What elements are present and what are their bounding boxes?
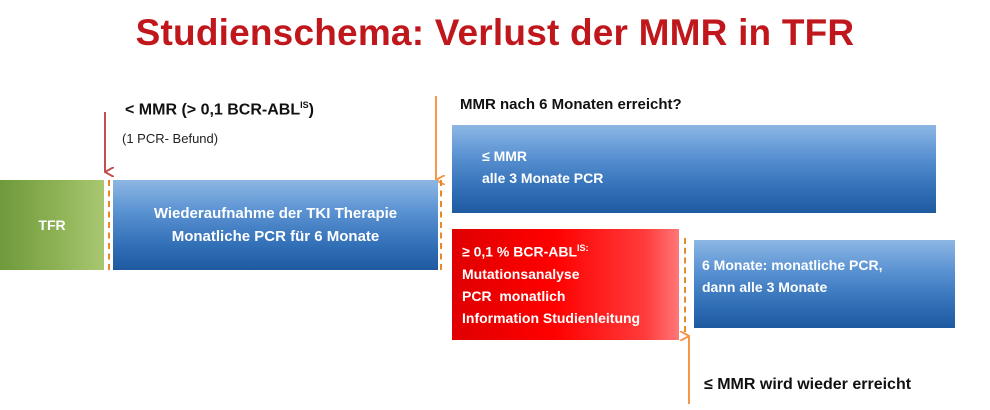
regain-label: ≤ MMR wird wieder erreicht [704, 376, 912, 393]
red-line4: Information Studienleitung [462, 309, 641, 326]
page-title: Studienschema: Verlust der MMR in TFR [135, 12, 855, 53]
entry-label: < MMR (> 0,1 BCR-ABLIS) [125, 100, 314, 119]
entry-label-suffix: ) [308, 101, 314, 119]
decision-label: MMR nach 6 Monaten erreicht? [460, 96, 682, 113]
red-line1-sup: IS: [577, 243, 589, 253]
followup-line1: 6 Monate: monatliche PCR, [702, 257, 883, 273]
separator-followup [684, 238, 686, 332]
red-line3: PCR monatlich [462, 287, 566, 304]
mmr-yes-line1: ≤ MMR [482, 148, 528, 164]
mmr-lost-box: ≥ 0,1 % BCR-ABLIS: Mutationsanalyse PCR … [452, 229, 679, 340]
tfr-box: TFR [0, 180, 104, 270]
entry-label-text: < MMR (> 0,1 BCR-ABL [125, 101, 301, 119]
restart-therapy-box: Wiederaufnahme der TKI Therapie Monatlic… [113, 180, 438, 270]
entry-label-sup: IS [300, 100, 309, 110]
red-line2: Mutationsanalyse [462, 265, 580, 282]
tfr-label: TFR [38, 217, 66, 233]
entry-sublabel: (1 PCR- Befund) [122, 131, 219, 146]
followup-line2: dann alle 3 Monate [702, 279, 828, 295]
mmr-reached-box: ≤ MMR alle 3 Monate PCR [452, 125, 936, 213]
red-line1: ≥ 0,1 % BCR-ABLIS: [462, 237, 679, 263]
separator-decision [440, 180, 442, 270]
restart-line2: Monatliche PCR für 6 Monate [171, 228, 380, 245]
restart-line1: Wiederaufnahme der TKI Therapie [153, 205, 398, 222]
mmr-yes-line2: alle 3 Monate PCR [482, 170, 604, 186]
red-line1-text: ≥ 0,1 % BCR-ABL [462, 243, 578, 260]
followup-box: 6 Monate: monatliche PCR, dann alle 3 Mo… [694, 240, 955, 328]
separator-entry [108, 180, 110, 270]
